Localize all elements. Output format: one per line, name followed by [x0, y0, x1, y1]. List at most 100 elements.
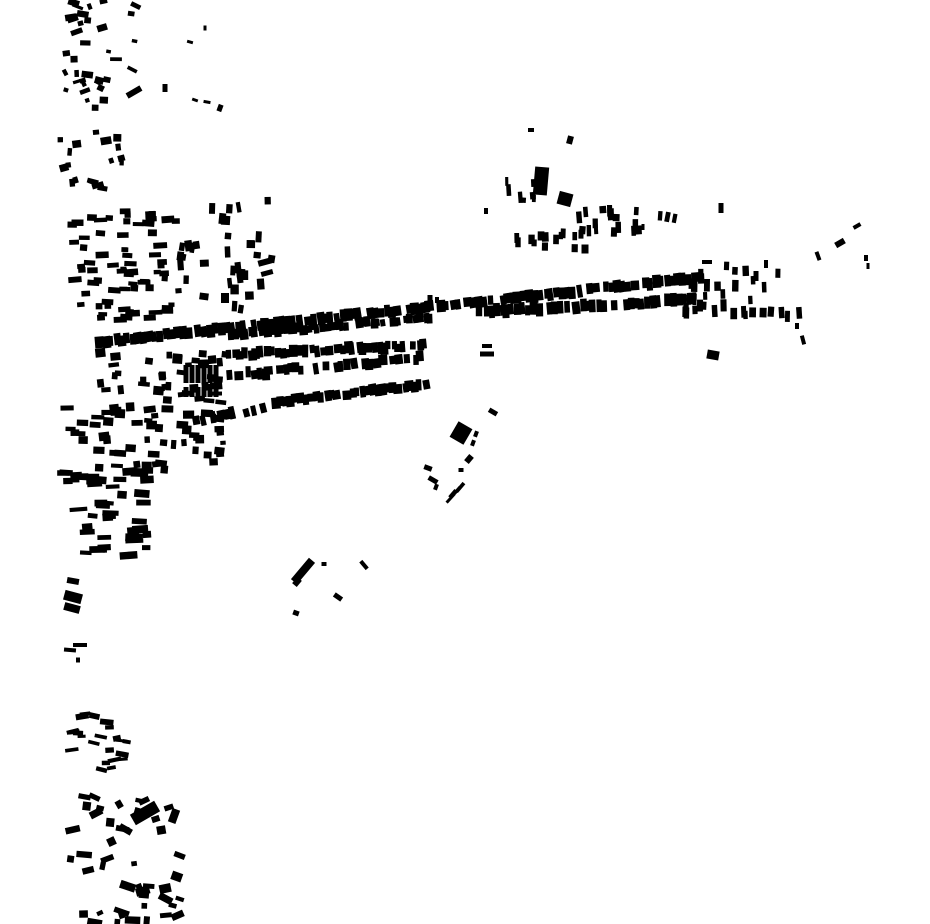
building — [70, 27, 84, 37]
building — [207, 365, 213, 383]
building — [71, 139, 82, 149]
building — [329, 321, 337, 331]
building — [234, 371, 244, 381]
building — [433, 483, 439, 491]
building — [176, 369, 186, 376]
building — [633, 206, 639, 216]
building — [313, 324, 320, 334]
building — [117, 154, 126, 163]
building — [75, 431, 86, 437]
building — [99, 96, 109, 104]
building — [60, 405, 74, 411]
building — [189, 365, 195, 383]
building — [630, 280, 640, 291]
building — [641, 224, 645, 230]
building — [275, 364, 285, 374]
building — [220, 440, 226, 445]
building — [242, 407, 251, 418]
building — [657, 275, 664, 287]
building — [484, 208, 488, 214]
building — [337, 360, 344, 372]
building — [624, 281, 632, 292]
building — [545, 287, 554, 302]
building — [157, 263, 165, 269]
building — [586, 224, 592, 237]
building — [525, 305, 531, 316]
building — [143, 417, 153, 424]
building — [119, 286, 131, 292]
building — [645, 277, 654, 291]
building — [764, 260, 768, 268]
building — [353, 387, 360, 397]
building — [427, 295, 433, 303]
building — [63, 602, 81, 614]
building — [142, 883, 155, 889]
building — [231, 300, 238, 312]
building — [578, 229, 584, 239]
building — [568, 286, 576, 300]
building — [753, 271, 759, 281]
building — [79, 87, 91, 95]
building — [183, 365, 189, 383]
building — [775, 268, 781, 278]
building — [143, 916, 151, 924]
building — [370, 307, 380, 319]
building — [64, 747, 79, 753]
building — [423, 464, 433, 472]
building — [588, 299, 596, 313]
building — [324, 345, 334, 356]
building — [244, 291, 254, 300]
building — [216, 357, 224, 367]
building — [96, 23, 108, 33]
building — [518, 301, 526, 315]
building — [415, 311, 425, 323]
building — [124, 211, 131, 218]
building — [147, 450, 160, 458]
building — [140, 475, 154, 484]
building — [399, 340, 406, 353]
building — [102, 76, 111, 84]
building — [221, 350, 229, 358]
building — [61, 68, 69, 77]
building — [208, 203, 216, 214]
building — [105, 747, 115, 754]
building — [78, 77, 87, 84]
building — [117, 490, 127, 499]
building — [99, 0, 108, 5]
building — [343, 322, 349, 331]
building — [378, 354, 388, 366]
building — [80, 40, 91, 46]
building — [602, 281, 609, 292]
building — [157, 892, 174, 906]
building — [170, 909, 185, 922]
building — [135, 797, 143, 804]
building — [256, 367, 263, 380]
building — [347, 342, 355, 356]
building — [99, 718, 114, 726]
building — [102, 417, 114, 427]
building — [239, 328, 249, 341]
building — [82, 801, 92, 811]
building — [556, 190, 574, 208]
building — [502, 304, 510, 319]
building — [153, 269, 161, 275]
building — [250, 328, 258, 338]
building — [534, 289, 544, 301]
building — [126, 65, 138, 74]
building — [66, 577, 80, 585]
building — [505, 176, 509, 186]
building — [125, 402, 135, 412]
building — [550, 301, 558, 315]
building — [59, 469, 73, 477]
building — [529, 301, 538, 315]
building — [686, 294, 692, 305]
building — [742, 265, 750, 277]
building — [63, 647, 77, 653]
building — [148, 252, 162, 258]
building — [88, 475, 107, 485]
building — [125, 533, 144, 542]
building — [115, 143, 122, 151]
building — [426, 313, 433, 324]
building — [636, 298, 645, 310]
building — [170, 870, 184, 883]
